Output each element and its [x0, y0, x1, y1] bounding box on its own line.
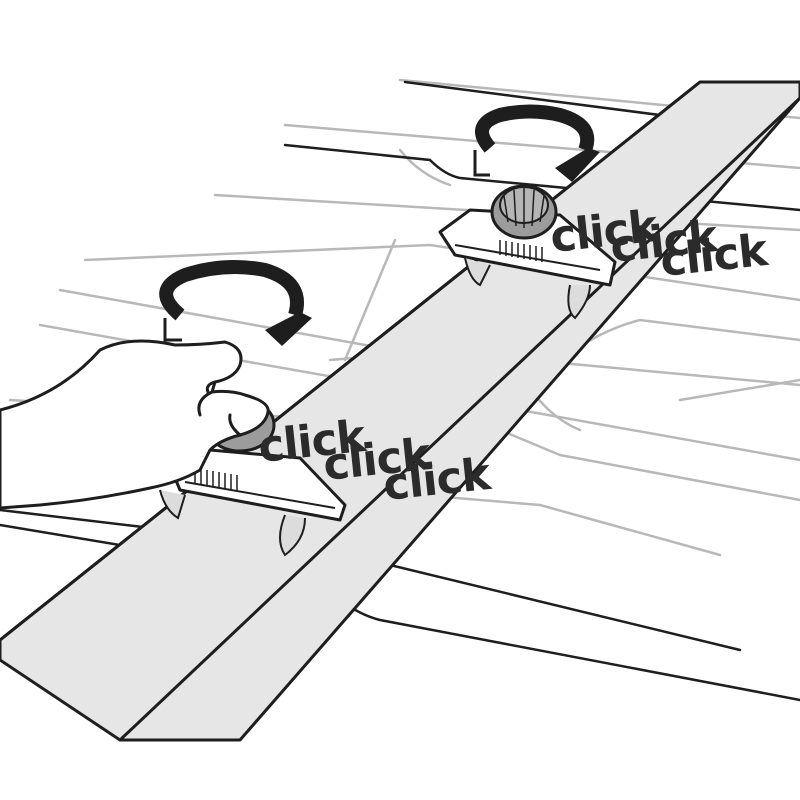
front-rotate-arrow-icon	[159, 259, 312, 346]
front-click-labels: click click click	[256, 411, 495, 511]
front-click-2: click	[321, 429, 435, 491]
front-fitting-grip-teeth	[194, 468, 238, 491]
rear-fitting-grip-teeth	[499, 240, 543, 262]
hand-illustration	[0, 339, 270, 510]
roof-bar	[0, 80, 800, 742]
rear-click-2: click	[608, 211, 722, 273]
front-click-3: click	[381, 449, 495, 511]
rear-click-3: click	[658, 225, 772, 287]
rear-fitting	[438, 184, 617, 320]
rear-click-1: click	[548, 201, 662, 263]
rear-rotate-arrow-icon	[473, 104, 600, 182]
rear-click-labels: click click click	[548, 201, 772, 287]
front-click-1: click	[256, 411, 370, 473]
